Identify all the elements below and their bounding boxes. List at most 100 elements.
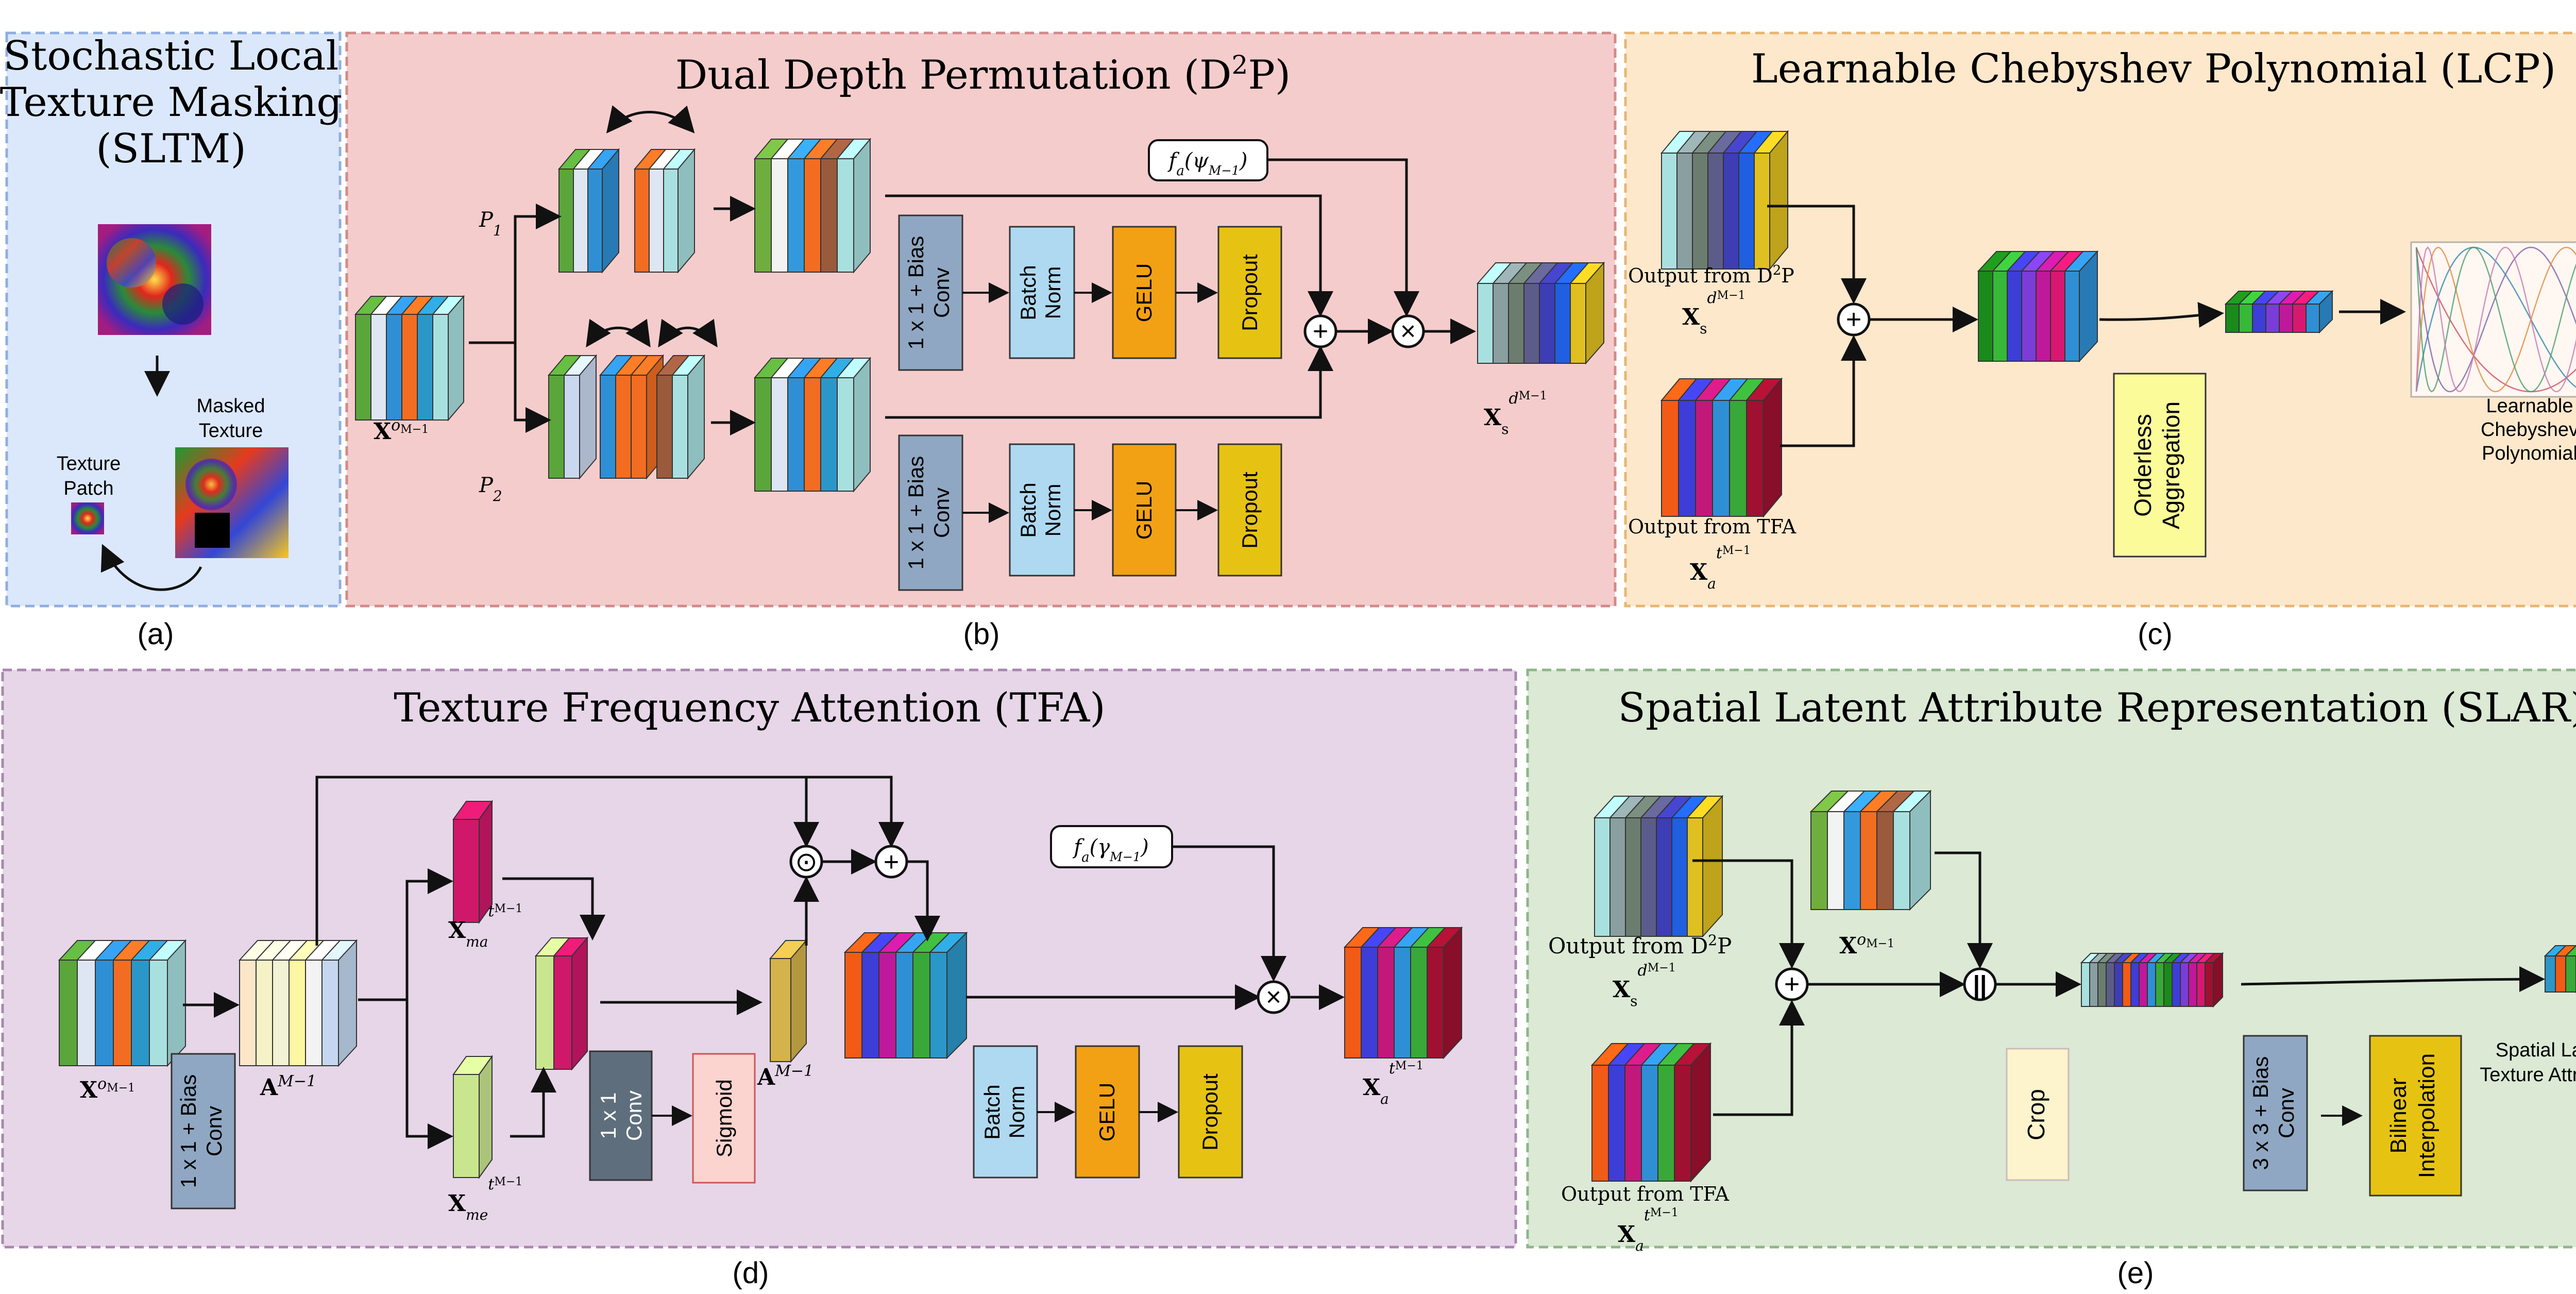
d2p-f-to-times [1267,158,1419,317]
tfa-xma-to-sum [502,877,605,940]
slar-out-d2p-label: Output from D2P [1548,932,1732,959]
gelu-label: GELU [1132,481,1156,540]
panel-bg-d2p [345,31,1617,608]
d2p-title: Dual Depth Permutation (D2P) [675,50,1291,98]
lcp-label-2: Chebyshev [2481,419,2576,441]
tfa-xme-stack [452,1054,493,1180]
tfa-fa-box [1050,825,1173,868]
panel-tfa: Texture Frequency Attention (TFA) XoM−1 … [58,685,1463,1223]
d2p-plus-op [1303,314,1337,348]
d2p-bottom-to-plus [885,345,1333,419]
conv-block [898,214,963,371]
slar-xo-label: XoM−1 [1839,931,1894,960]
tfa-xo-stack [58,939,187,1067]
swap-arrow-bottom-1 [586,318,651,348]
sigmoid-block [692,1053,756,1184]
tfa-output-stack [1343,926,1463,1060]
panel-lcp: Learnable Chebyshev Polynomial (LCP) Out… [1628,46,2576,592]
slar-concat-stack [2080,952,2224,1008]
p1-label: P1 [479,208,502,239]
lcp-top-to-plus [1767,205,1867,304]
tfa-fused-stack [843,931,968,1060]
caption-d: (d) [733,1256,769,1290]
agg-label-1: Orderless [2129,414,2156,516]
d2p-layer-row-top: 1 x 1 + Bias Conv Batch Norm GELU Dropou… [898,214,1282,371]
tfa-conv-label-1: 1 x 1 + Bias [176,1074,200,1188]
tfa-times-sign: × [1266,982,1281,1012]
lcp-out-d2p-label: Output from D2P [1628,263,1794,287]
tfa-sum-stack [534,936,589,1071]
lcp-plus-sign: + [1846,305,1861,334]
dropout-block [1217,226,1282,359]
slar-plus-sign: + [1784,969,1800,999]
dropout-label: Dropout [1238,254,1262,331]
conv-label-2: Conv [929,488,954,538]
tfa-bn-label-1: Batch [980,1084,1004,1139]
chebyshev-curve [2415,246,2576,393]
d2p-output-stack [1476,261,1605,365]
sltm-title-line-3: (SLTM) [96,126,246,172]
dropout-block [1217,443,1282,577]
conv-label-2: Conv [929,267,954,318]
p2-label: P2 [479,474,502,505]
slar-stack-to-out [2241,966,2545,993]
d2p-p1-stack [753,138,872,274]
tfa-plus-op [874,845,908,879]
d2p-input-label: XoM−1 [374,416,429,445]
lcp-out-tfa-label: Output from TFA [1628,515,1797,538]
lcp-stack-to-small [2099,301,2224,328]
orderless-aggregation-block [2113,373,2207,558]
tfa-gelu-label: GELU [1095,1083,1119,1141]
panel-sltm: Stochastic Local Texture Masking (SLTM) … [0,33,342,591]
crop-block [2006,1048,2070,1181]
d2p-times-sign: × [1400,316,1416,346]
bn-label-1: Batch [1016,482,1040,537]
lcp-agg-stack [2224,290,2334,334]
lcp-d2p-stack [1660,130,1789,271]
masked-texture-label-1: Masked [196,395,265,417]
tfa-xma-label: XmatM−1 [448,902,522,950]
tfa-bn-label-2: Norm [1005,1086,1029,1139]
d2p-times-op [1391,314,1425,348]
arrow-patch [100,544,202,591]
d2p-p2-group-b [599,354,665,480]
tfa-skip-line [315,776,893,946]
bn-label-1: Batch [1016,265,1040,320]
sltm-title-line-1: Stochastic Local [4,33,339,79]
tfa-xme-label: XmetM−1 [448,1175,522,1223]
d2p-input-stack [354,295,465,422]
texture-patch-label-2: Patch [63,478,113,499]
panel-d2p: Dual Depth Permutation (D2P) P1 P2 XoM−1… [354,50,1605,591]
slar-concat-sign: || [1973,971,1987,999]
slar-top-to-plus [1692,859,1805,969]
d2p-output-label: XsdM−1 [1484,390,1547,438]
caption-e: (e) [2117,1256,2154,1290]
tfa-times-op [1257,980,1291,1014]
d2p-top-to-plus [885,194,1333,317]
tfa-out-label: XatM−1 [1363,1060,1423,1107]
chebyshev-curve [2415,246,2576,393]
tfa-dropout-label: Dropout [1198,1073,1222,1151]
d2p-fa-label: fa(ψM−1) [1167,149,1248,179]
tfa-fa-label: fa(γM−1) [1072,835,1148,865]
texture-patch-label-1: Texture [57,453,121,475]
gelu-label: GELU [1132,263,1156,322]
lcp-sum-stack [1977,250,2099,363]
bn-label-2: Norm [1041,266,1065,320]
conv-label-1: 1 x 1 + Bias [904,456,928,570]
panel-slar: Spatial Latent Attribute Representation … [1548,685,2576,1254]
slar-xo-to-concat [1935,851,1993,969]
caption-a: (a) [138,617,174,651]
tfa-conv2-block [589,1050,653,1181]
slar-conv-label-2: Conv [2274,1088,2298,1138]
tfa-conv-block [171,1053,236,1209]
tfa-dropout-block [1178,1045,1243,1179]
tfa-a-stack [238,939,358,1067]
sla-label-2: Texture Attributes [2480,1064,2576,1086]
slar-tfa-stack [1590,1042,1712,1183]
d2p-p2-group-a [547,354,598,480]
d2p-plus-sign: + [1313,316,1328,346]
swap-arrow-top [606,105,695,133]
slar-xa-label: XatM−1 [1618,1206,1679,1254]
bn-label-2: Norm [1041,484,1065,537]
